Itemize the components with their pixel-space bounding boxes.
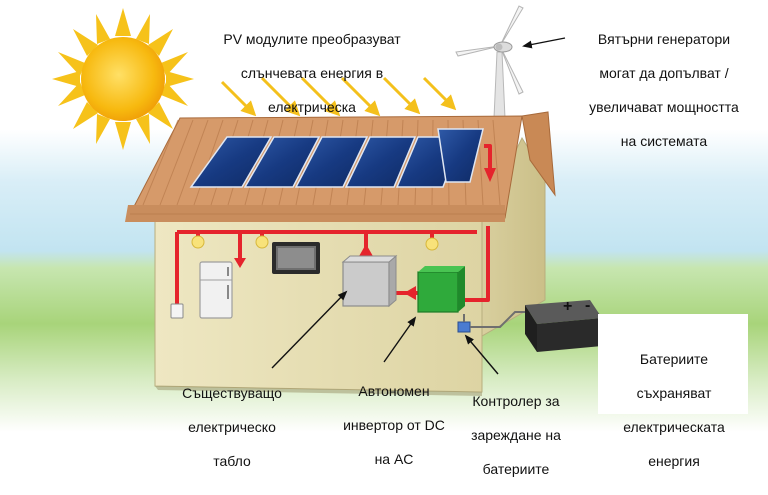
inverter-label-line-3: на AC (374, 451, 414, 467)
batteries-label: Батериите съхраняват електрическата енер… (612, 334, 736, 487)
panel-label-line-1: Съществуващо (182, 385, 282, 401)
pv-label-line-3: електрическа (268, 99, 356, 115)
battery-label-box (598, 314, 748, 414)
battery-plus: + (563, 298, 572, 315)
electrical-panel-label: Съществуващо електрическо табло (172, 368, 292, 487)
controller-label-line-3: батериите (482, 461, 550, 477)
pv-label-line-2: слънчевата енергия в (240, 65, 384, 81)
tv-icon (272, 242, 320, 274)
lamp-icon (191, 235, 439, 251)
sun-icon (52, 8, 194, 150)
batteries-label-line-4: енергия (648, 453, 700, 469)
pv-panels (189, 128, 484, 188)
leader-arrows (271, 37, 627, 375)
wind-label-line-1: Вятърни генератори (597, 31, 731, 47)
batteries-label-line-2: съхраняват (636, 385, 712, 401)
panel-label-line-2: електрическо (188, 419, 276, 435)
outlet-icon (170, 303, 184, 319)
wind-label-line-4: на системата (620, 133, 708, 149)
charge-controller-label: Контролер за зареждане на батериите (452, 376, 580, 495)
wind-generators-label: Вятърни генератори могат да допълват / у… (570, 14, 758, 167)
inverter-icon (341, 254, 398, 308)
battery-icon: + - (525, 297, 602, 352)
wind-label-line-3: увеличават мощността (589, 99, 739, 115)
fridge-icon (199, 261, 233, 319)
controller-label-line-1: Контролер за (472, 393, 560, 409)
battery-minus: - (585, 297, 590, 314)
wind-label-line-2: могат да допълват / (599, 65, 729, 81)
inverter-label-line-2: инвертор от DC (343, 417, 445, 433)
panel-label-line-3: табло (213, 453, 251, 469)
sun-rays (220, 76, 457, 117)
solar-system-diagram: + - (0, 0, 768, 432)
inverter-label-line-1: Автономен (358, 383, 430, 399)
inverter-label: Автономен инвертор от DC на AC (334, 366, 454, 485)
batteries-label-line-3: електрическата (623, 419, 725, 435)
connector-icon (457, 321, 471, 333)
charge-controller-icon (417, 266, 465, 313)
house (125, 111, 556, 396)
controller-label-line-2: зареждане на (471, 427, 561, 443)
batteries-label-line-1: Батериите (639, 351, 709, 367)
pv-modules-label: PV модулите преобразуват слънчевата енер… (212, 14, 412, 133)
pv-label-line-1: PV модулите преобразуват (223, 31, 401, 47)
